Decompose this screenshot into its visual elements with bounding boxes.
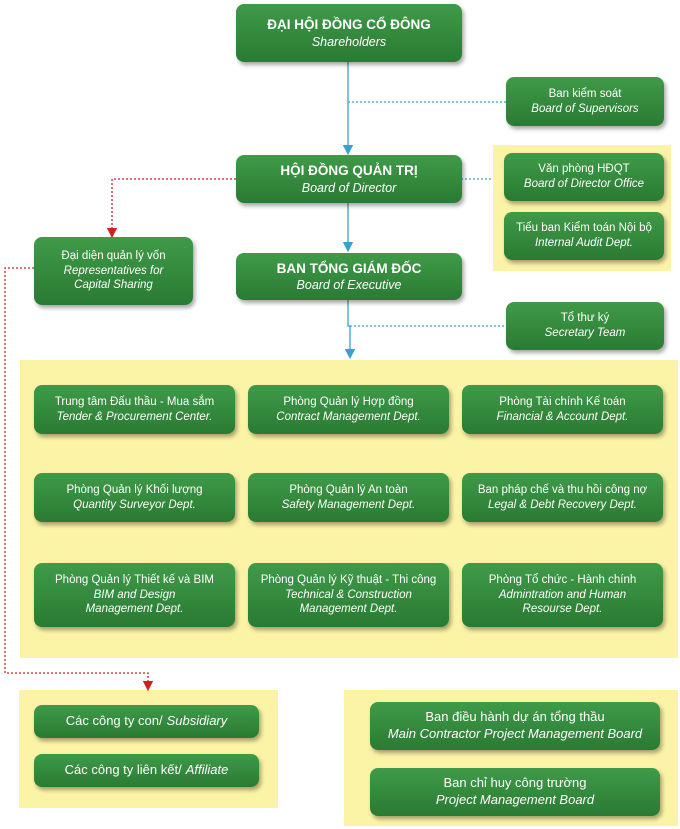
- link-capital-rep-subsidiary: [4, 267, 154, 692]
- shareholders-box: ĐẠI HỘI ĐỒNG CỔ ĐÔNG Shareholders: [236, 4, 462, 62]
- supervisors-vn: Ban kiểm soát: [548, 87, 622, 100]
- department-en: Management Dept.: [299, 603, 398, 616]
- shareholders-vn: ĐẠI HỘI ĐỒNG CỔ ĐÔNG: [267, 17, 431, 33]
- main-contractor-box: Ban điều hành dự án tổng thầu Main Contr…: [370, 702, 660, 750]
- department-vn: Trung tâm Đấu thầu - Mua sắm: [54, 395, 215, 408]
- capital-rep-box: Đại diện quản lý vốn Representatives for…: [34, 237, 193, 305]
- department-box: Phòng Quản lý Thiết kế và BIM BIM and De…: [34, 563, 235, 627]
- board-en: Board of Director: [301, 180, 397, 195]
- department-box: Ban pháp chế và thu hồi công nợ Legal & …: [462, 473, 663, 522]
- department-en: Legal & Debt Recovery Dept.: [488, 498, 637, 511]
- department-vn: Phòng Quản lý Kỹ thuật - Thi công: [260, 573, 437, 586]
- secretary-en: Secretary Team: [544, 327, 626, 339]
- audit-box: Tiểu ban Kiểm toán Nội bộ Internal Audit…: [504, 212, 664, 260]
- department-en: Contract Management Dept.: [276, 410, 421, 423]
- department-en: Resourse Dept.: [522, 603, 603, 616]
- department-vn: Phòng Quản lý Khối lượng: [66, 483, 203, 496]
- subsidiary-en: Subsidiary: [166, 713, 228, 729]
- board-office-en: Board of Director Office: [523, 178, 645, 190]
- department-vn: Phòng Quản lý Thiết kế và BIM: [55, 573, 214, 586]
- board-office-vn: Văn phòng HĐQT: [538, 163, 630, 176]
- site-command-en: Project Management Board: [435, 792, 595, 807]
- subsidiary-box: Các công ty con/ Subsidiary: [34, 705, 259, 738]
- main-contractor-vn: Ban điều hành dự án tổng thầu: [425, 709, 605, 725]
- department-en: Technical & Construction: [285, 588, 412, 601]
- executive-en: Board of Executive: [296, 278, 402, 293]
- department-en: Tender & Procurement Center.: [56, 410, 213, 423]
- secretary-vn: Tổ thư ký: [560, 312, 610, 325]
- subsidiary-vn: Các công ty con/: [65, 713, 163, 729]
- arrow-executive-departments: [344, 300, 356, 360]
- department-vn: Phòng Quản lý Hợp đồng: [283, 395, 414, 408]
- affiliate-vn: Các công ty liên kết/: [64, 762, 182, 778]
- department-box: Phòng Quản lý Kỹ thuật - Thi công Techni…: [248, 563, 449, 627]
- board-vn: HỘI ĐỒNG QUẢN TRỊ: [280, 163, 418, 179]
- capital-rep-vn: Đại diện quản lý vốn: [61, 249, 166, 262]
- board-office-box: Văn phòng HĐQT Board of Director Office: [504, 153, 664, 201]
- department-box: Phòng Tổ chức - Hành chính Admintration …: [462, 563, 663, 627]
- department-vn: Phòng Tài chính Kế toán: [499, 395, 626, 408]
- department-en: Admintration and Human: [498, 588, 627, 601]
- supervisors-box: Ban kiểm soát Board of Supervisors: [506, 77, 664, 126]
- department-box: Phòng Tài chính Kế toán Financial & Acco…: [462, 385, 663, 434]
- department-box: Phòng Quản lý An toàn Safety Management …: [248, 473, 449, 522]
- supervisors-en: Board of Supervisors: [531, 102, 639, 115]
- main-contractor-en: Main Contractor Project Management Board: [387, 726, 643, 741]
- affiliate-box: Các công ty liên kết/ Affiliate: [34, 754, 259, 787]
- department-box: Phòng Quản lý Hợp đồng Contract Manageme…: [248, 385, 449, 434]
- site-command-box: Ban chỉ huy công trường Project Manageme…: [370, 768, 660, 816]
- department-en: Management Dept.: [85, 603, 184, 616]
- secretary-box: Tổ thư ký Secretary Team: [506, 302, 664, 350]
- capital-rep-en2: Capital Sharing: [74, 279, 153, 292]
- audit-en: Internal Audit Dept.: [534, 237, 634, 249]
- department-vn: Ban pháp chế và thu hồi công nợ: [477, 483, 648, 496]
- department-box: Phòng Quản lý Khối lượng Quantity Survey…: [34, 473, 235, 522]
- audit-vn: Tiểu ban Kiểm toán Nội bộ: [516, 222, 652, 235]
- shareholders-en: Shareholders: [311, 34, 387, 49]
- link-board-capital-rep: [106, 178, 236, 239]
- department-vn: Phòng Quản lý An toàn: [289, 483, 408, 496]
- affiliate-en: Affiliate: [185, 762, 229, 778]
- department-en: BIM and Design: [93, 588, 176, 601]
- executive-vn: BAN TỔNG GIÁM ĐỐC: [276, 260, 422, 276]
- department-en: Financial & Account Dept.: [496, 410, 629, 423]
- board-box: HỘI ĐỒNG QUẢN TRỊ Board of Director: [236, 155, 462, 203]
- executive-box: BAN TỔNG GIÁM ĐỐC Board of Executive: [236, 253, 462, 300]
- department-en: Quantity Surveyor Dept.: [73, 498, 196, 511]
- department-en: Safety Management Dept.: [281, 498, 416, 511]
- department-vn: Phòng Tổ chức - Hành chính: [488, 573, 637, 586]
- department-box: Trung tâm Đấu thầu - Mua sắm Tender & Pr…: [34, 385, 235, 434]
- site-command-vn: Ban chỉ huy công trường: [443, 775, 587, 791]
- capital-rep-en1: Representatives for: [63, 264, 164, 277]
